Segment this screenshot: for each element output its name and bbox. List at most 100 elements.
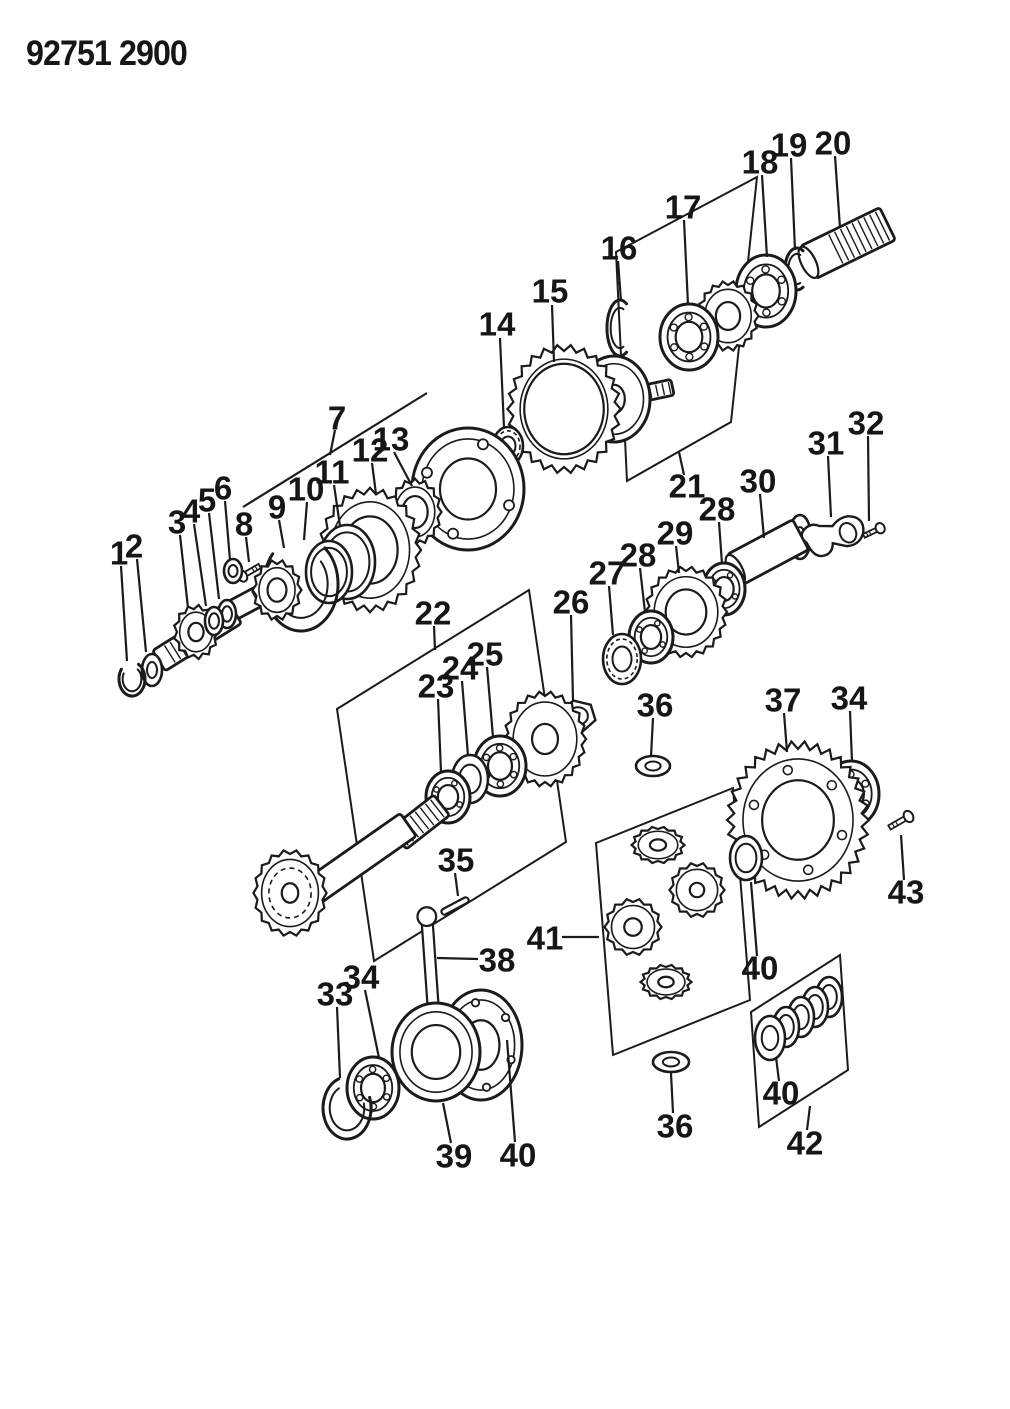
part-pinion-left-41 [603,897,663,957]
callout-number-40a: 40 [500,1137,537,1174]
catalog-part-number: 92751 2900 [26,34,188,73]
callout-number-20: 20 [815,125,852,162]
leader-line-42 [805,1105,812,1131]
part-clip-6 [222,557,244,585]
callout-40a: 40 [500,1039,537,1174]
callout-22: 22 [415,595,452,651]
callout-number-28b: 28 [699,491,736,528]
part-planet-carrier [410,426,526,552]
callout-number-36b: 36 [657,1108,694,1145]
leader-line-30 [758,493,766,539]
callout-5: 5 [198,482,221,600]
callout-number-5: 5 [198,482,216,519]
callout-number-30: 30 [740,463,777,500]
callout-number-2: 2 [125,528,143,565]
part-ring-4 [203,605,225,637]
callout-12: 12 [352,432,388,495]
callout-33: 33 [317,976,353,1079]
callout-21: 21 [669,451,705,505]
part-bolt-43 [887,809,915,831]
leader-line-34a [363,989,381,1059]
callout-number-4: 4 [182,493,201,530]
part-bearing-17 [658,302,720,372]
leader-line-1 [119,565,129,662]
leader-line-20 [833,155,842,229]
callout-6: 6 [214,470,232,561]
callout-11: 11 [315,454,349,527]
callout-26: 26 [553,584,589,701]
callout-20: 20 [815,125,852,229]
part-side-gear-top-41 [629,825,687,865]
callout-number-39: 39 [436,1138,473,1175]
callout-number-18: 18 [742,144,779,181]
part-snap-ring-1 [117,662,147,698]
callout-32: 32 [848,405,884,522]
leader-line-36b [669,1072,675,1114]
callout-17: 17 [665,189,702,306]
callout-number-43: 43 [888,874,925,911]
leader-line-11 [332,484,342,527]
callout-number-28a: 28 [620,537,657,574]
callout-number-17: 17 [665,189,702,226]
leader-line-37 [782,712,789,753]
callout-number-23: 23 [418,668,455,705]
callout-38: 38 [436,942,516,979]
leader-line-21 [677,451,686,476]
leader-line-27 [607,585,615,636]
leader-line-26 [569,614,575,701]
callout-31: 31 [808,425,844,518]
callout-number-38: 38 [479,942,516,979]
callout-number-22: 22 [415,595,452,632]
callout-number-15: 15 [532,273,569,310]
leader-line-34b [848,710,854,763]
callout-number-37: 37 [765,682,802,719]
callout-27: 27 [589,555,625,636]
leader-line-3 [178,534,190,609]
callout-number-42: 42 [787,1125,824,1162]
part-ring-33 [321,1077,373,1141]
callout-9: 9 [268,489,286,549]
kit-box-41 [594,786,752,1057]
leader-line-10 [302,501,309,541]
callout-number-8: 8 [235,506,253,543]
callout-number-41: 41 [527,920,564,957]
callout-15: 15 [532,273,569,363]
callout-43: 43 [888,834,925,911]
callout-36a: 36 [637,687,674,757]
callout-number-40b: 40 [742,950,779,987]
leader-line-31 [826,455,833,518]
callout-number-40c: 40 [763,1075,800,1112]
kit-box-22 [335,588,568,963]
part-ring-40b [728,834,764,882]
leader-line-5 [207,512,221,600]
part-washer-27 [601,632,643,686]
callout-18: 18 [742,144,779,258]
part-clutch-ring-10 [304,539,354,605]
part-bolt-32 [861,522,886,539]
callout-36b: 36 [657,1072,694,1145]
callout-number-19: 19 [771,127,808,164]
callout-40c: 40 [763,1056,800,1112]
callout-3: 3 [168,504,190,609]
leader-line-40a [505,1039,517,1143]
callout-number-9: 9 [268,489,286,526]
part-annulus-gear-15 [505,343,623,475]
leader-line-40c [774,1056,781,1082]
callout-number-16: 16 [601,230,638,267]
callout-number-36a: 36 [637,687,674,724]
leader-line-12 [370,462,378,495]
leader-line-35 [453,872,460,897]
leader-line-29 [674,545,681,574]
callout-42: 42 [787,1105,824,1162]
leader-line-2 [135,558,148,653]
callout-2: 2 [125,528,148,653]
callout-number-25: 25 [467,636,504,673]
callout-24: 24 [442,650,479,757]
part-diff-case-39 [390,1001,482,1103]
part-snap-ring-16 [605,298,628,358]
part-input-shaft-20 [797,207,896,279]
leader-line-39 [441,1102,453,1144]
callout-number-34b: 34 [831,680,868,717]
leader-line-14 [498,337,506,429]
